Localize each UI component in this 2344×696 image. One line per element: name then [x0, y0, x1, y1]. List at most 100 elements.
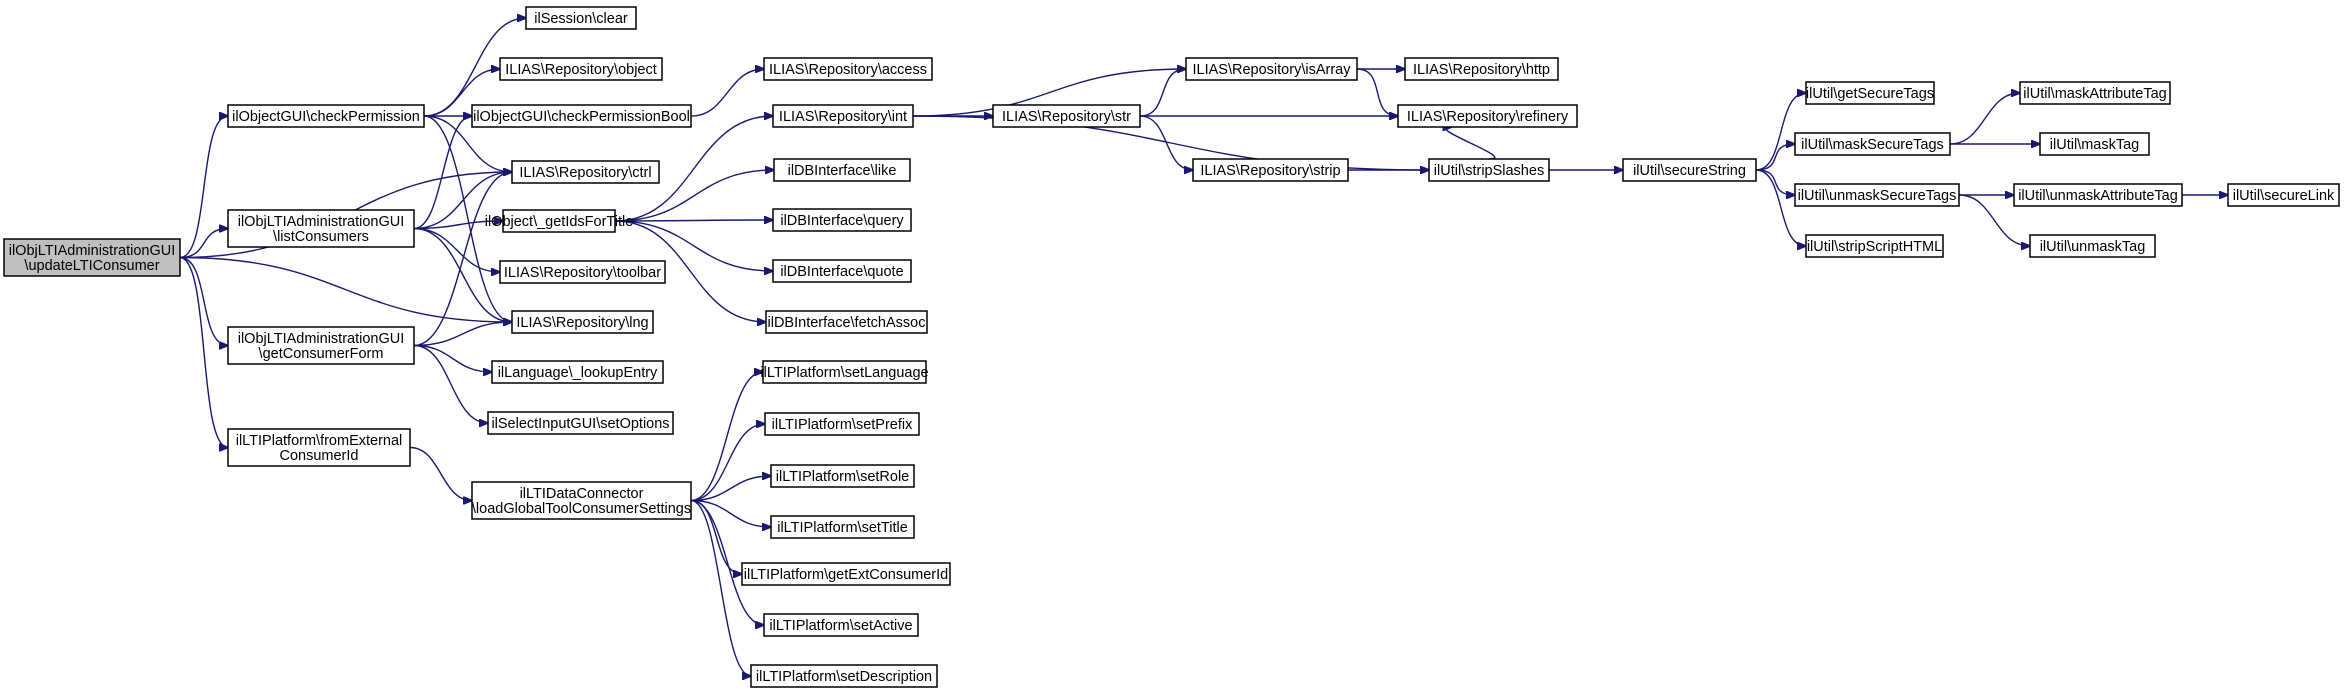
node-label: \updateLTIConsumer: [24, 258, 159, 274]
node-label: ILIAS\Repository\refinery: [1407, 109, 1569, 125]
node-http[interactable]: ILIAS\Repository\http: [1404, 57, 1559, 81]
node-box: [487, 411, 674, 435]
node-box: [772, 104, 914, 128]
node-label: ilUtil\maskTag: [2050, 137, 2139, 153]
node-settitle[interactable]: ilLTIPlatform\setTitle: [770, 515, 915, 539]
node-box: [763, 57, 933, 81]
edge-loadglobal-to-setactive: [690, 499, 764, 626]
node-strip[interactable]: ILIAS\Repository\strip: [1192, 158, 1349, 182]
node-query[interactable]: ilDBInterface\query: [772, 208, 912, 232]
node-fetch[interactable]: ilDBInterface\fetchAssoc: [765, 310, 928, 334]
node-str[interactable]: ILIAS\Repository\str: [992, 104, 1141, 128]
node-ctrl[interactable]: ILIAS\Repository\ctrl: [511, 160, 660, 184]
edge-securestring-to-masksecure: [1755, 144, 1795, 171]
node-label: ilUtil\stripSlashes: [1434, 163, 1544, 179]
node-label: ilSelectInputGUI\setOptions: [491, 416, 669, 432]
edge-int-to-isarray: [912, 69, 1186, 117]
node-toolbar[interactable]: ILIAS\Repository\toolbar: [499, 260, 666, 284]
node-box: [499, 260, 666, 284]
node-getsecuretags[interactable]: ilUtil\getSecureTags: [1805, 81, 1935, 105]
edge-getids-to-int: [614, 116, 773, 222]
node-label: ILIAS\Repository\object: [505, 62, 657, 78]
node-securelink[interactable]: ilUtil\secureLink: [2227, 183, 2340, 207]
node-quote[interactable]: ilDBInterface\quote: [772, 259, 912, 283]
edge-securestring-to-stripscript: [1755, 169, 1806, 246]
node-maskattr[interactable]: ilUtil\maskAttributeTag: [2019, 81, 2171, 105]
node-box: [1794, 183, 1960, 207]
node-label: ilUtil\maskAttributeTag: [2023, 86, 2166, 102]
node-label: ilDBInterface\like: [788, 163, 897, 179]
edge-getform-to-lookup: [413, 344, 492, 373]
edge-checkperm-to-lng: [423, 115, 512, 322]
node-label: ilObjLTIAdministrationGUI: [9, 243, 176, 259]
edge-root-to-lng: [179, 256, 512, 323]
edge-stripslashes-to-refinery: [1446, 127, 1496, 160]
node-lookup[interactable]: ilLanguage\_lookupEntry: [491, 360, 664, 384]
node-setlang[interactable]: ilLTIPlatform\setLanguage: [760, 360, 929, 384]
node-label: ilUtil\secureLink: [2233, 188, 2335, 204]
edge-securestring-to-getsecuretags: [1755, 93, 1806, 171]
edge-getids-to-fetch: [614, 220, 766, 322]
node-setopts[interactable]: ilSelectInputGUI\setOptions: [487, 411, 674, 435]
node-box: [765, 310, 928, 334]
edge-checkpermbool-to-access: [690, 69, 764, 117]
node-root[interactable]: ilObjLTIAdministrationGUI\updateLTIConsu…: [3, 238, 181, 277]
node-box: [1805, 81, 1935, 105]
node-box: [3, 238, 181, 277]
node-label: ilSession\clear: [534, 11, 628, 27]
node-isarray[interactable]: ILIAS\Repository\isArray: [1185, 57, 1358, 81]
node-listcons[interactable]: ilObjLTIAdministrationGUI\listConsumers: [227, 209, 415, 248]
node-unmasktag[interactable]: ilUtil\unmaskTag: [2029, 234, 2156, 258]
node-box: [762, 360, 927, 384]
node-loadglobal[interactable]: ilLTIDataConnector\loadGlobalToolConsume…: [471, 481, 692, 520]
node-label: ilObjLTIAdministrationGUI: [238, 331, 405, 347]
node-label: ilObjectGUI\checkPermissionBool: [473, 109, 690, 125]
node-sessclear[interactable]: ilSession\clear: [525, 6, 637, 30]
node-stripslashes[interactable]: ilUtil\stripSlashes: [1428, 158, 1550, 182]
node-label: ILIAS\Repository\toolbar: [504, 265, 661, 281]
node-unmasksecure[interactable]: ilUtil\unmaskSecureTags: [1794, 183, 1960, 207]
edge-loadglobal-to-setrole: [690, 476, 771, 502]
node-setactive[interactable]: ilLTIPlatform\setActive: [763, 613, 919, 637]
node-masktag[interactable]: ilUtil\maskTag: [2039, 132, 2150, 156]
node-lng[interactable]: ILIAS\Repository\lng: [511, 310, 654, 334]
edge-getform-to-ctrl: [413, 172, 512, 347]
node-label: ILIAS\Repository\http: [1413, 62, 1550, 78]
node-label: ilUtil\unmaskTag: [2040, 239, 2146, 255]
edge-int-to-stripslashes: [912, 115, 1429, 170]
node-label: ilLTIPlatform\setDescription: [756, 669, 932, 685]
node-label: ilLTIPlatform\getExtConsumerId: [744, 567, 948, 583]
node-box: [2029, 234, 2156, 258]
node-unmaskattr[interactable]: ilUtil\unmaskAttributeTag: [2013, 183, 2183, 207]
edge-loadglobal-to-settitle: [690, 499, 771, 528]
node-access[interactable]: ILIAS\Repository\access: [763, 57, 933, 81]
edge-str-to-strip: [1139, 115, 1193, 170]
node-label: ilObjectGUI\checkPermission: [232, 109, 420, 125]
node-int[interactable]: ILIAS\Repository\int: [772, 104, 914, 128]
node-like[interactable]: ilDBInterface\like: [773, 158, 911, 182]
node-setprefix[interactable]: ilLTIPlatform\setPrefix: [764, 412, 920, 436]
node-refinery[interactable]: ILIAS\Repository\refinery: [1397, 104, 1578, 128]
edge-listcons-to-getids: [413, 221, 503, 230]
node-getext[interactable]: ilLTIPlatform\getExtConsumerId: [741, 562, 951, 586]
node-box: [499, 57, 663, 81]
node-box: [2227, 183, 2340, 207]
node-setrole[interactable]: ilLTIPlatform\setRole: [770, 464, 915, 488]
node-masksecure[interactable]: ilUtil\maskSecureTags: [1794, 132, 1951, 156]
node-getids[interactable]: ilObject\_getIdsForTitle: [485, 209, 634, 233]
edge-masksecure-to-maskattr: [1949, 93, 2020, 145]
node-stripscript[interactable]: ilUtil\stripScriptHTML: [1805, 234, 1944, 258]
node-repobject[interactable]: ILIAS\Repository\object: [499, 57, 663, 81]
node-setdesc[interactable]: ilLTIPlatform\setDescription: [750, 664, 938, 688]
edge-getids-to-quote: [614, 220, 773, 271]
edge-getform-to-lng: [413, 322, 512, 347]
node-box: [1404, 57, 1559, 81]
node-box: [772, 259, 912, 283]
node-securestring[interactable]: ilUtil\secureString: [1622, 158, 1757, 182]
node-getform[interactable]: ilObjLTIAdministrationGUI\getConsumerFor…: [227, 326, 415, 365]
node-checkpermbool[interactable]: ilObjectGUI\checkPermissionBool: [471, 104, 692, 128]
node-checkperm[interactable]: ilObjectGUI\checkPermission: [227, 104, 425, 128]
edge-loadglobal-to-setdesc: [690, 499, 751, 677]
